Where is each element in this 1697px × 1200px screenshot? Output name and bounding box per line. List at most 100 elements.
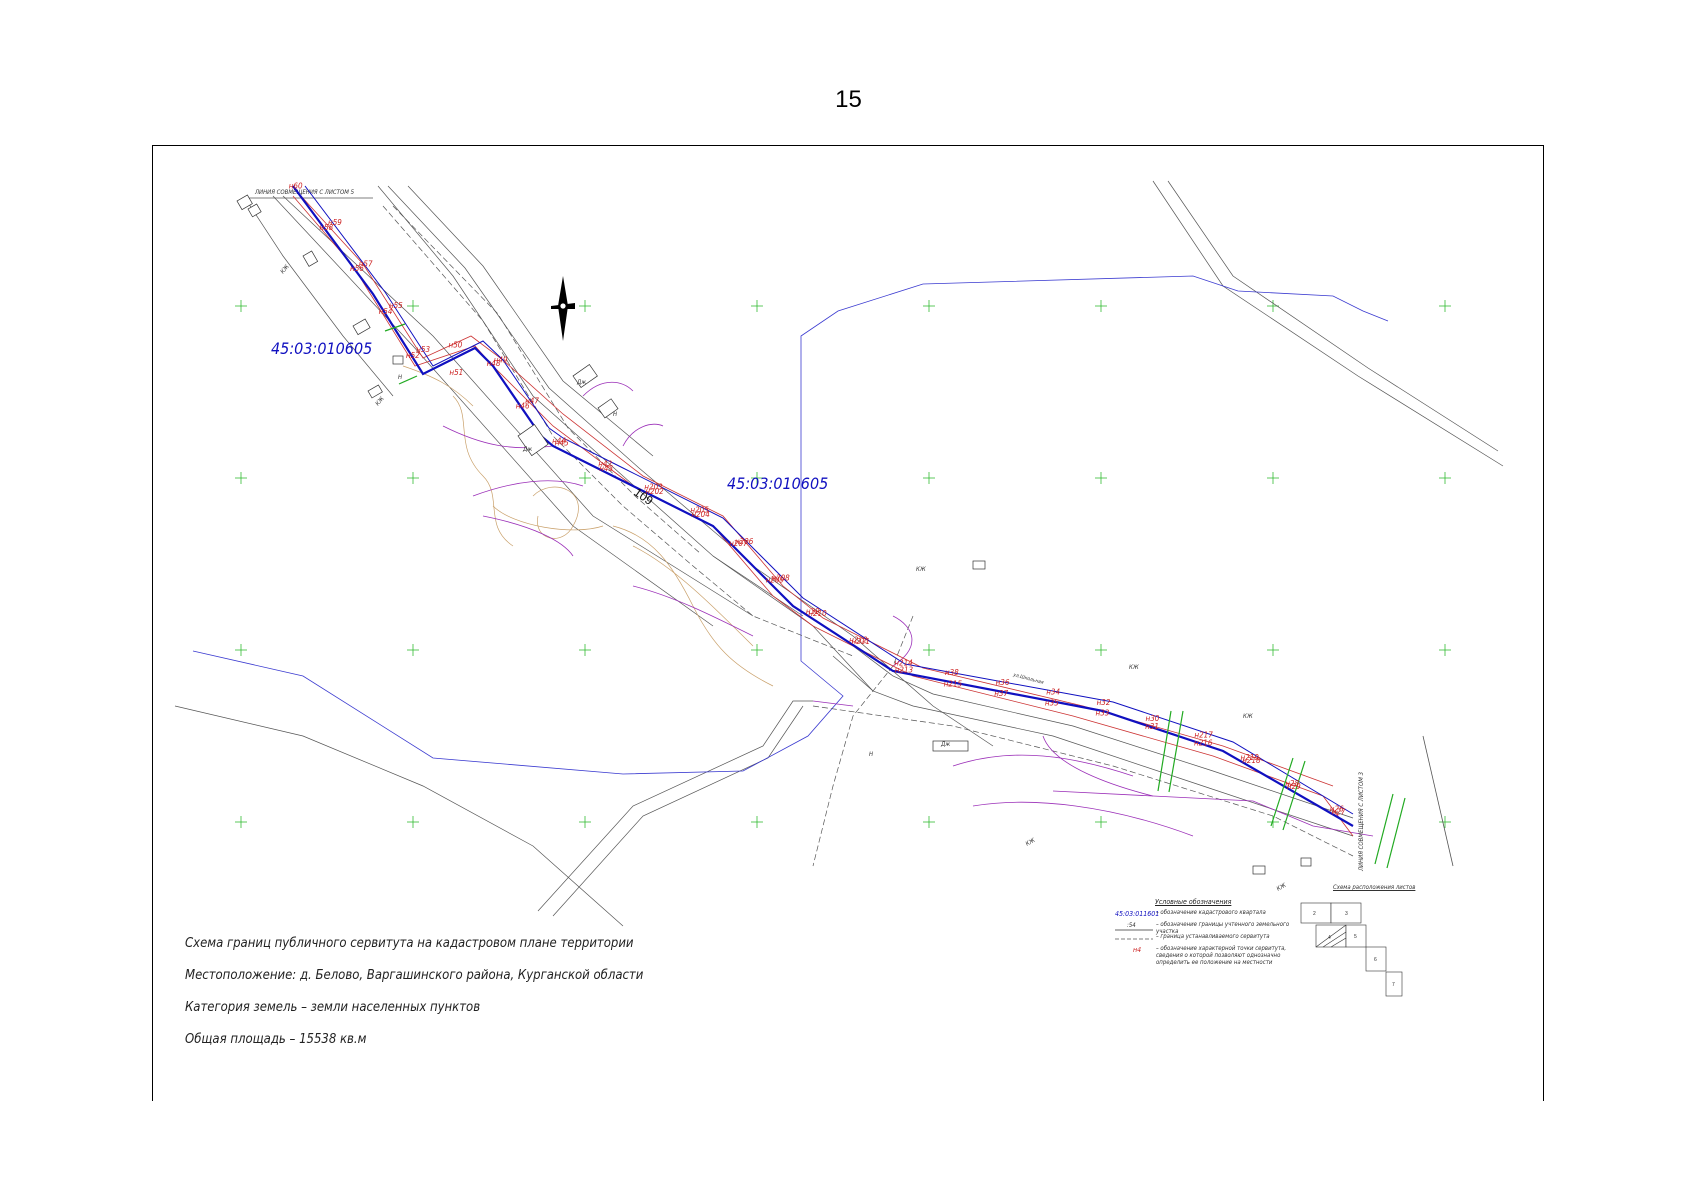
sheet-scheme	[1300, 902, 1403, 997]
quarter-label-1: 45:03:010605	[271, 339, 372, 358]
point-label: н56	[350, 264, 364, 273]
scheme-title: Схема расположения листов	[1333, 884, 1416, 891]
building-label: КЖ	[374, 395, 386, 407]
north-arrow-icon	[551, 276, 575, 341]
point-label: н206	[735, 537, 754, 546]
point-label: н54	[379, 307, 393, 316]
building-label: Дж	[522, 446, 532, 453]
building-label: Н	[613, 411, 617, 418]
point-label: н214	[894, 659, 913, 668]
point-label: н46	[516, 402, 530, 411]
legend-symbol-parcel: :54	[1127, 922, 1136, 929]
building-label: Дж	[940, 741, 950, 748]
building-labels: КЖ КЖ КЖ КЖ КЖ КЖ КЖ Н Н Н Дж Дж Дж	[279, 263, 1287, 892]
building-label: Н	[398, 374, 402, 381]
point-label: н218	[1242, 756, 1261, 765]
legend-symbol-point: н4	[1133, 946, 1141, 954]
point-label: н37	[994, 689, 1008, 698]
point-label: н52	[406, 351, 420, 360]
building-label: Н	[869, 751, 873, 758]
point-label: н211	[852, 637, 870, 646]
point-label: н49	[494, 356, 508, 365]
point-label: н59	[328, 218, 342, 227]
svg-text:5: 5	[1354, 934, 1357, 940]
sheet-numbers: 2 3 4 5 6 7	[1313, 911, 1395, 988]
svg-text:2: 2	[1313, 911, 1316, 917]
svg-text:7: 7	[1392, 982, 1395, 988]
point-label: н32	[1097, 698, 1111, 707]
point-label: н47	[525, 396, 539, 405]
building-label: Дж	[576, 379, 586, 386]
point-label: н217	[1194, 731, 1213, 740]
point-label: н205	[690, 506, 709, 515]
legend-row-parcel: – обозначение границы учтенного земельно…	[1156, 921, 1290, 935]
combination-line-right	[1422, 735, 1454, 867]
point-label: н44	[552, 437, 566, 446]
point-label: н33	[1096, 708, 1110, 717]
right-line-label: ЛИНИЯ СОВМЕЩЕНИЯ С ЛИСТОМ 3	[1358, 771, 1365, 872]
cadastral-map: ЛИНИЯ СОВМЕЩЕНИЯ С ЛИСТОМ 5	[174, 180, 1504, 997]
point-label: н212	[849, 635, 868, 644]
point-label: н213	[895, 665, 914, 674]
page-number: 15	[835, 86, 862, 113]
dashed-lines	[382, 205, 1354, 867]
point-label: н53	[416, 345, 430, 354]
map-sheet: ЛИНИЯ СОВМЕЩЕНИЯ С ЛИСТОМ 5	[152, 145, 1544, 1101]
point-label: н60	[289, 181, 303, 190]
utility-lines	[442, 381, 1374, 837]
point-label: н58	[319, 223, 333, 232]
point-label: н210	[808, 609, 827, 618]
svg-text:6: 6	[1374, 957, 1377, 963]
point-label: н208	[771, 573, 790, 582]
category-caption: Категория земель – земли населенных пунк…	[185, 1000, 481, 1015]
svg-text:4: 4	[1328, 935, 1331, 941]
settlement-outline	[192, 275, 1389, 775]
area-caption: Общая площадь – 15538 кв.м	[185, 1032, 367, 1047]
point-label: н57	[359, 260, 373, 269]
point-label: н27	[1332, 808, 1346, 817]
point-label: н204	[691, 510, 710, 519]
point-label: н48	[487, 359, 501, 368]
location-caption: Местоположение: д. Белово, Варгашинского…	[185, 968, 644, 983]
building-label: КЖ	[1025, 837, 1037, 848]
point-label: н26	[1330, 805, 1344, 814]
point-label: н209	[766, 576, 785, 585]
point-label: н28	[1285, 779, 1299, 788]
point-label: н202	[645, 487, 664, 496]
point-label: н215	[944, 679, 963, 688]
point-label: н219	[1241, 753, 1260, 762]
point-label: н35	[1045, 699, 1059, 708]
point-label: н55	[389, 301, 403, 310]
servitude-boundary-inner	[304, 185, 1354, 815]
buildings	[236, 194, 1312, 875]
point-label: н39	[806, 607, 820, 616]
point-label: н50	[449, 340, 463, 349]
building-label: КЖ	[916, 566, 926, 573]
building-label: КЖ	[1243, 713, 1253, 720]
point-label: н45	[555, 439, 569, 448]
building-label: КЖ	[279, 263, 291, 275]
point-label: н43	[599, 464, 613, 473]
legend-symbol-quarter: 45:03:011601	[1115, 910, 1159, 918]
point-label: н42	[598, 460, 612, 469]
point-label: н36	[996, 678, 1010, 687]
point-label: н207	[729, 539, 748, 548]
map-title: Схема границ публичного сервитута на кад…	[185, 936, 634, 951]
quarter-label-2: 45:03:010605	[727, 474, 828, 493]
legend-row-servitude: – граница устанавливаемого сервитута	[1156, 933, 1270, 940]
servitude-green-lines	[384, 323, 1406, 869]
grid-crosses	[235, 300, 1451, 828]
legend-title: Условные обозначения	[1155, 898, 1232, 906]
point-label: н34	[1046, 688, 1060, 697]
point-label: н38	[945, 668, 959, 677]
point-label: н51	[449, 368, 463, 377]
legend-symbols: 45:03:011601 :54 н4	[1115, 910, 1159, 954]
building-label: КЖ	[1276, 882, 1288, 893]
point-label: н31	[1145, 722, 1159, 731]
legend-row-quarter: – обозначение кадастрового квартала	[1156, 909, 1266, 916]
contour-lines	[402, 365, 774, 687]
parcel-lines	[174, 180, 1504, 927]
top-line-label: ЛИНИЯ СОВМЕЩЕНИЯ С ЛИСТОМ 5	[254, 189, 355, 196]
point-label: н30	[1146, 714, 1160, 723]
